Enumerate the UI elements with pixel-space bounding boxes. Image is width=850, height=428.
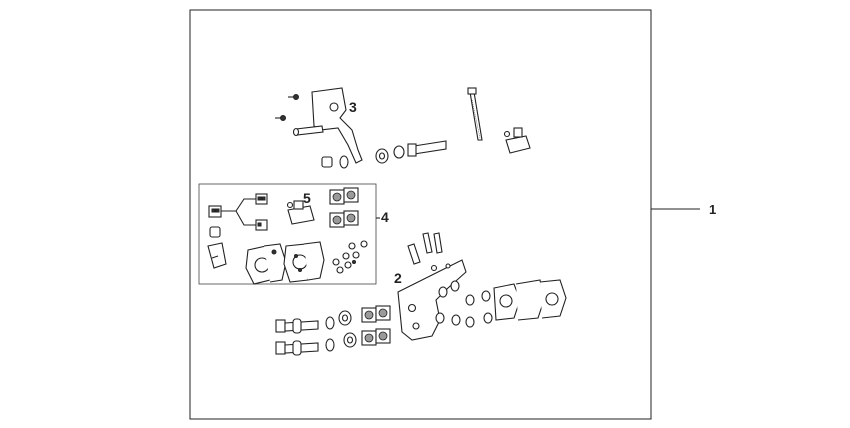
clamp-icon xyxy=(283,241,325,283)
callout-2: 2 xyxy=(394,270,402,286)
wire-harness-icon xyxy=(208,193,268,231)
nuts-cluster-icon xyxy=(332,240,368,274)
connector-icon xyxy=(503,127,531,154)
subkit-frame xyxy=(198,183,377,285)
subkit-contents: 5 4 xyxy=(207,187,389,285)
rubber-damper-icon xyxy=(329,187,359,205)
rubber-damper-icon xyxy=(361,328,391,346)
cable-tie-icon xyxy=(467,87,483,141)
connector-part-5 xyxy=(286,200,315,225)
small-screw-icon xyxy=(288,94,299,100)
callout-3: 3 xyxy=(349,99,357,115)
kit-frame xyxy=(189,9,652,420)
lower-mount-group: 2 xyxy=(275,232,567,356)
rubber-damper-icon xyxy=(361,305,391,323)
rubber-damper-icon xyxy=(329,210,359,228)
clamp-icon xyxy=(245,243,287,285)
long-bolt-icon xyxy=(407,243,421,265)
small-screw-icon xyxy=(275,115,286,121)
callout-1: 1 xyxy=(709,202,716,217)
upper-bracket-group: 3 xyxy=(275,87,531,169)
callout-4: 4 xyxy=(381,209,389,225)
clamp-icon xyxy=(493,279,567,321)
mount-bracket-plate xyxy=(397,259,467,341)
callout-5: 5 xyxy=(303,190,311,206)
bolt-icon xyxy=(413,140,447,155)
